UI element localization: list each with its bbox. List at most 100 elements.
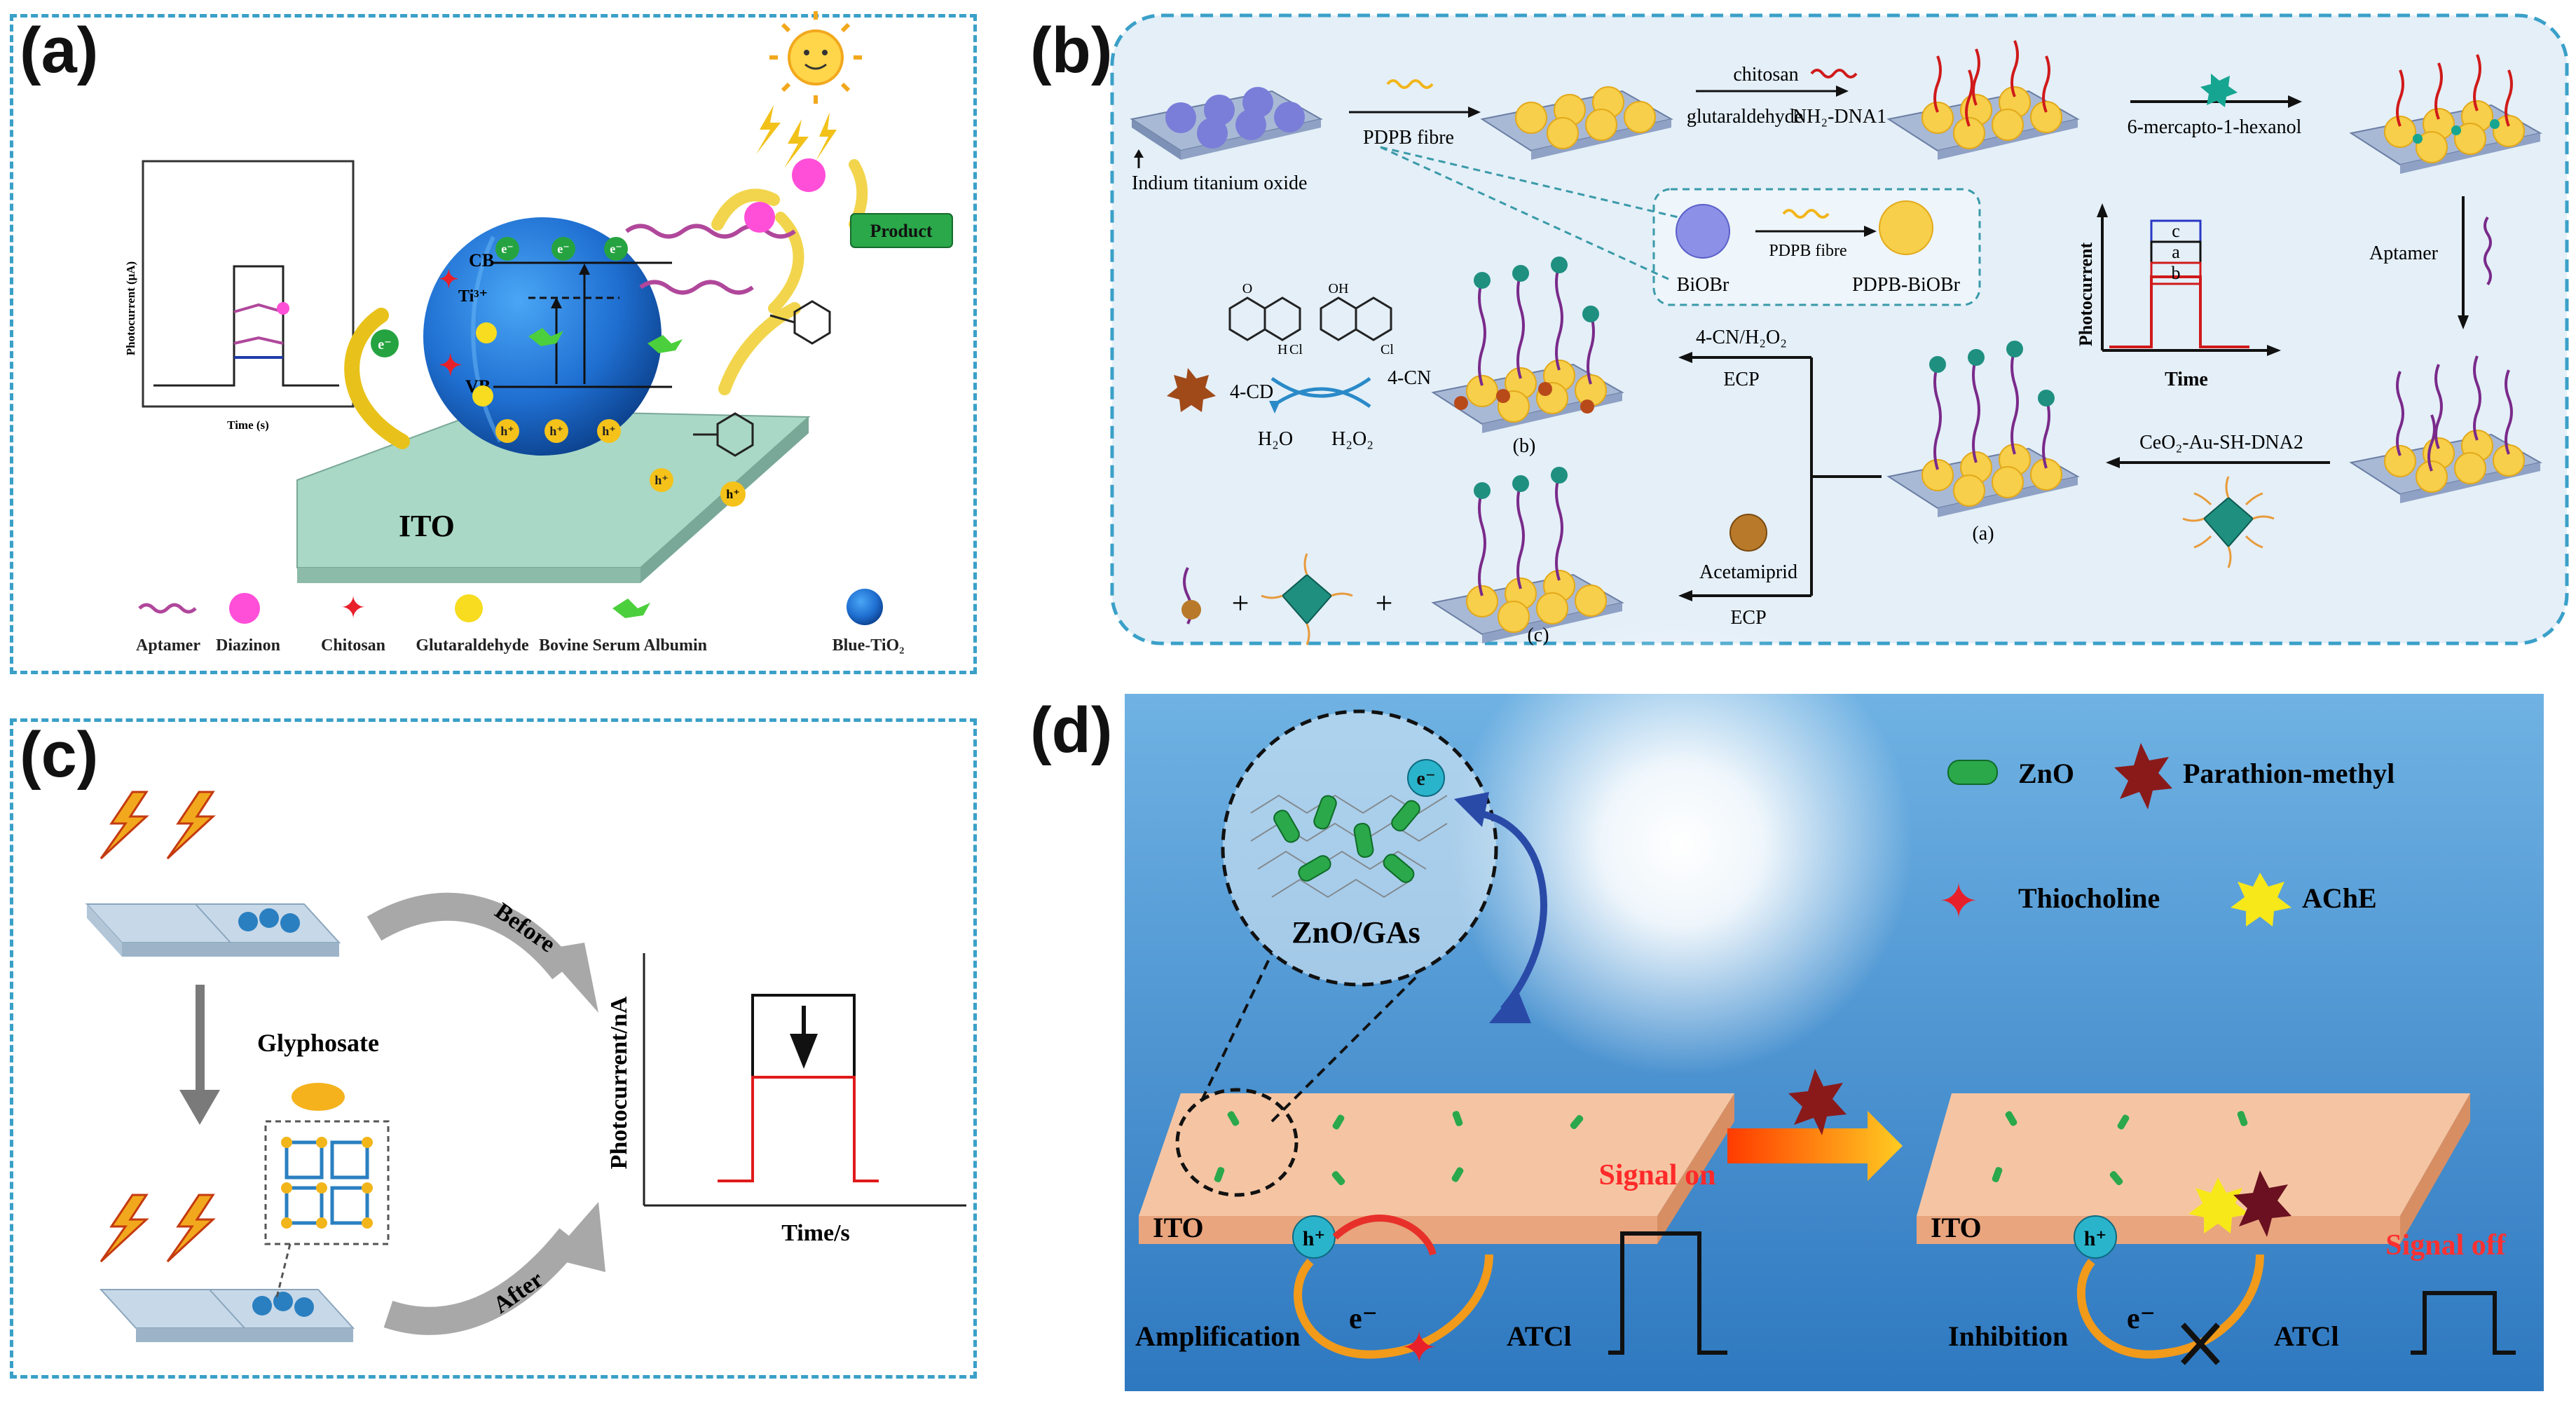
panel-a-diagram: Photocurrent (μA) Time (s) ITO e⁻ CB VB …	[124, 11, 953, 655]
svg-text:H: H	[1277, 342, 1287, 357]
d-ito-right: ITO	[1931, 1212, 1982, 1243]
a-sun-icon	[769, 11, 862, 104]
b-sub-b-label: (b)	[1513, 435, 1536, 457]
b-ecp-top: ECP	[1723, 369, 1759, 390]
d-atcl-right: ATCl	[2274, 1320, 2339, 1352]
c-glyphosate-icon	[292, 1083, 345, 1111]
b-substrate-label: Indium titanium oxide	[1132, 172, 1307, 194]
b-reaction: 4-CD H Cl Cl OH O 4-CN H₂O H₂O₂	[1167, 281, 1431, 450]
b-plus-2: +	[1376, 586, 1393, 620]
d-legend: ZnO Parathion-methyl ✦ Thiocholine AChE	[1938, 743, 2395, 929]
a-ito-label: ITO	[399, 509, 455, 543]
svg-text:h⁺: h⁺	[602, 424, 616, 438]
b-mch-label: 6-mercapto-1-hexanol	[2128, 116, 2302, 138]
b-acetamiprid-icon	[1729, 514, 1767, 552]
b-sub-a-label: (a)	[1972, 523, 1994, 545]
svg-text:O: O	[1242, 281, 1252, 296]
svg-text:4-CN: 4-CN	[1388, 367, 1431, 389]
svg-text:e⁻: e⁻	[1349, 1303, 1378, 1335]
svg-text:✦: ✦	[1938, 875, 1980, 929]
d-legend-thiocholine: Thiocholine	[2018, 882, 2160, 914]
a-light-bolts	[756, 105, 837, 168]
svg-text:a: a	[2172, 242, 2180, 262]
b-ceo2-released	[1261, 553, 1353, 645]
b-ceo2-label: CeO₂-Au-SH-DNA2	[2139, 432, 2303, 453]
svg-text:e⁻: e⁻	[557, 242, 570, 256]
d-hole-left: h⁺	[1303, 1227, 1326, 1250]
a-legend-glutaraldehyde: Glutaraldehyde	[416, 636, 529, 655]
b-aptamer-label: Aptamer	[2369, 242, 2439, 264]
panel-d-diagram: ZnO/GAs e⁻ ZnO Parathion-methyl ✦ Thioch…	[1125, 613, 2544, 1391]
b-cn-reagent: 4-CN/H₂O₂	[1696, 327, 1787, 348]
b-substrate-b	[1431, 257, 1624, 433]
panel-a-label: (a)	[20, 15, 99, 86]
svg-text:e⁻: e⁻	[501, 242, 514, 256]
b-dna1-label: NH₂-DNA1	[1793, 106, 1886, 128]
svg-text:4-CD: 4-CD	[1230, 381, 1273, 403]
d-legend-ache: AChE	[2302, 882, 2377, 914]
svg-text:✦: ✦	[439, 350, 463, 381]
a-cb-electrons: e⁻ e⁻ e⁻	[495, 237, 628, 261]
c-down-arrow	[179, 985, 220, 1125]
c-light-bolts-bottom	[100, 1194, 216, 1263]
b-substrate-ito	[1130, 87, 1323, 160]
d-transition-arrow	[1727, 1111, 1903, 1181]
svg-text:c: c	[2172, 221, 2180, 241]
c-photocurrent-plot: Photocurrent/nA Time/s	[606, 953, 966, 1246]
svg-text:OH: OH	[1329, 281, 1349, 296]
d-signal-on-trace	[1608, 1231, 1727, 1355]
a-product-box	[850, 213, 953, 248]
c-glyphosate-label: Glyphosate	[257, 1029, 379, 1057]
a-plot-ylabel: Photocurrent (μA)	[124, 261, 137, 355]
b-glutaraldehyde-label: glutaraldehyde	[1687, 106, 1803, 128]
b-pdpb-fibre-label: PDPB fibre	[1363, 127, 1454, 149]
panel-a-frame	[10, 14, 977, 674]
d-atcl-left: ATCl	[1507, 1320, 1572, 1352]
c-slab-before	[85, 903, 341, 957]
d-slab-left	[1139, 1093, 1734, 1244]
b-sub-c-label: (c)	[1527, 624, 1549, 646]
d-slab-right	[1917, 1093, 2470, 1244]
svg-text:h⁺: h⁺	[549, 424, 563, 438]
a-legend: ✦ Aptamer Diazinon Chitosan Glutaraldehy…	[136, 589, 904, 655]
svg-text:e⁻: e⁻	[378, 337, 391, 353]
a-legend-diazinon: Diazinon	[216, 636, 280, 655]
panel-b-diagram: Indium titanium oxide PDPB fibre chitosa…	[1110, 13, 2569, 646]
a-legend-bsa: Bovine Serum Albumin	[539, 636, 707, 655]
svg-text:e⁻: e⁻	[2127, 1303, 2156, 1335]
d-ito-left: ITO	[1153, 1212, 1204, 1243]
a-plot-trace	[153, 265, 339, 387]
a-plot-diazinon	[277, 302, 289, 315]
svg-text:h⁺: h⁺	[655, 473, 669, 487]
svg-text:Cl: Cl	[1381, 342, 1394, 357]
d-legend-zno: ZnO	[2018, 758, 2074, 789]
a-plot-xlabel: Time (s)	[227, 418, 269, 432]
c-before-arrow	[366, 892, 575, 980]
d-signal-on: Signal on	[1599, 1159, 1716, 1191]
panel-c-label: (c)	[20, 719, 99, 791]
a-electron-free	[371, 329, 399, 357]
b-inset-fibre: PDPB fibre	[1769, 242, 1847, 260]
svg-text:b: b	[2172, 263, 2181, 283]
b-chitosan-label: chitosan	[1733, 64, 1798, 86]
svg-text:Cl: Cl	[1289, 342, 1303, 357]
b-substrate-mch	[2349, 54, 2542, 174]
d-zoom-source	[1175, 1088, 1299, 1197]
d-sun-glow	[1451, 613, 1913, 1076]
b-inset-product: PDPB-BiOBr	[1852, 274, 1961, 296]
panel-c-frame	[10, 718, 977, 1379]
b-inset-biobr: BiOBr	[1677, 274, 1729, 296]
d-legend-parathion: Parathion-methyl	[2183, 758, 2395, 789]
a-vb-holes: h⁺ h⁺ h⁺ h⁺	[495, 419, 673, 492]
c-plot-xlabel: Time/s	[781, 1220, 850, 1246]
svg-text:H₂O₂: H₂O₂	[1331, 428, 1373, 450]
svg-text:H₂O: H₂O	[1258, 428, 1293, 450]
a-legend-blue-tio2: Blue-TiO₂	[833, 636, 905, 655]
b-acetamiprid-label: Acetamiprid	[1699, 561, 1797, 583]
d-hole-right: h⁺	[2084, 1227, 2107, 1250]
d-inhibition: Inhibition	[1948, 1320, 2068, 1352]
svg-text:✦: ✦	[439, 267, 459, 293]
b-substrate-dna1	[1886, 40, 2080, 160]
a-legend-chitosan: Chitosan	[321, 636, 385, 655]
b-substrate-pdpb	[1480, 86, 1673, 160]
